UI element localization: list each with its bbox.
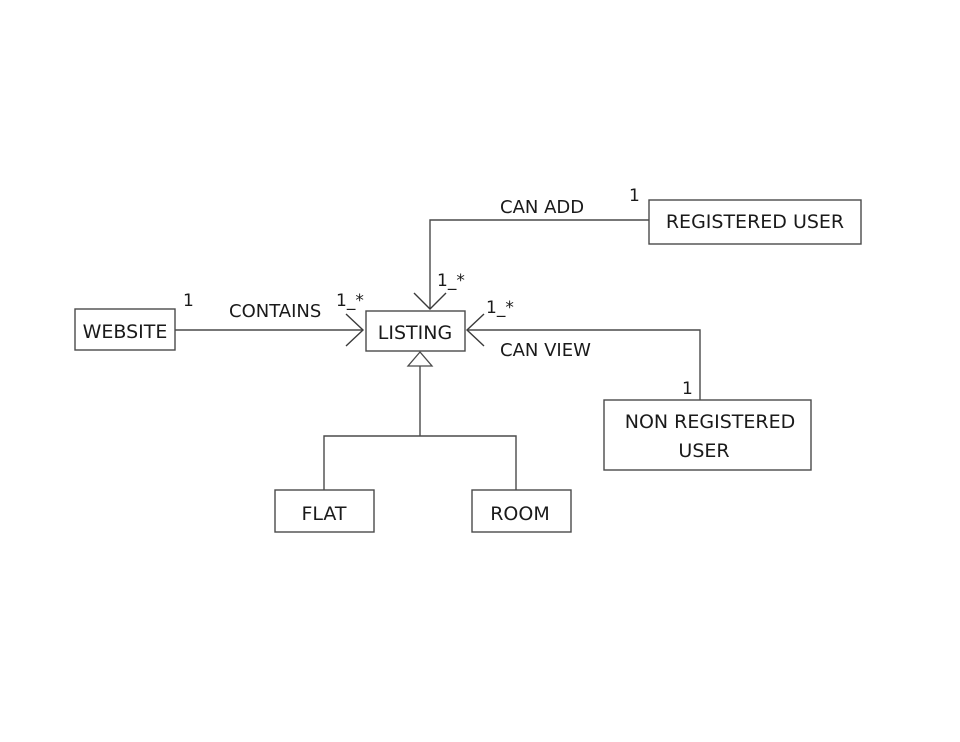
contains-source-multiplicity: 1 (183, 291, 194, 311)
class-room: ROOM (471, 489, 572, 533)
contains-arrowhead (345, 313, 365, 347)
can-view-target-multiplicity: 1_* (486, 298, 514, 318)
can-add-arrowhead (413, 292, 447, 310)
can-view-source-multiplicity: 1 (682, 379, 693, 399)
class-website: WEBSITE (74, 308, 176, 351)
contains-target-multiplicity: 1_* (336, 291, 364, 311)
can-view-association-line (467, 329, 701, 400)
class-listing-label: LISTING (378, 322, 452, 344)
can-view-arrowhead (465, 313, 485, 347)
generalization-branch-line (323, 435, 517, 490)
can-add-target-multiplicity: 1_* (437, 271, 465, 291)
class-flat: FLAT (274, 489, 375, 533)
class-non-registered-user-label-line1: NON REGISTERED (625, 411, 795, 433)
class-website-label: WEBSITE (83, 321, 168, 343)
can-view-label: CAN VIEW (500, 340, 591, 361)
class-registered-user-label: REGISTERED USER (666, 211, 844, 233)
contains-label: CONTAINS (229, 301, 321, 322)
class-room-label: ROOM (490, 503, 550, 525)
class-non-registered-user-label-line2: USER (678, 440, 729, 462)
generalization-triangle-icon (406, 351, 434, 367)
class-flat-label: FLAT (301, 503, 346, 525)
class-non-registered-user: NON REGISTERED USER (603, 399, 812, 471)
class-registered-user: REGISTERED USER (648, 199, 862, 245)
class-listing: LISTING (365, 310, 466, 352)
can-add-label: CAN ADD (500, 197, 584, 218)
can-add-association-line (429, 219, 649, 309)
can-add-source-multiplicity: 1 (629, 186, 640, 206)
